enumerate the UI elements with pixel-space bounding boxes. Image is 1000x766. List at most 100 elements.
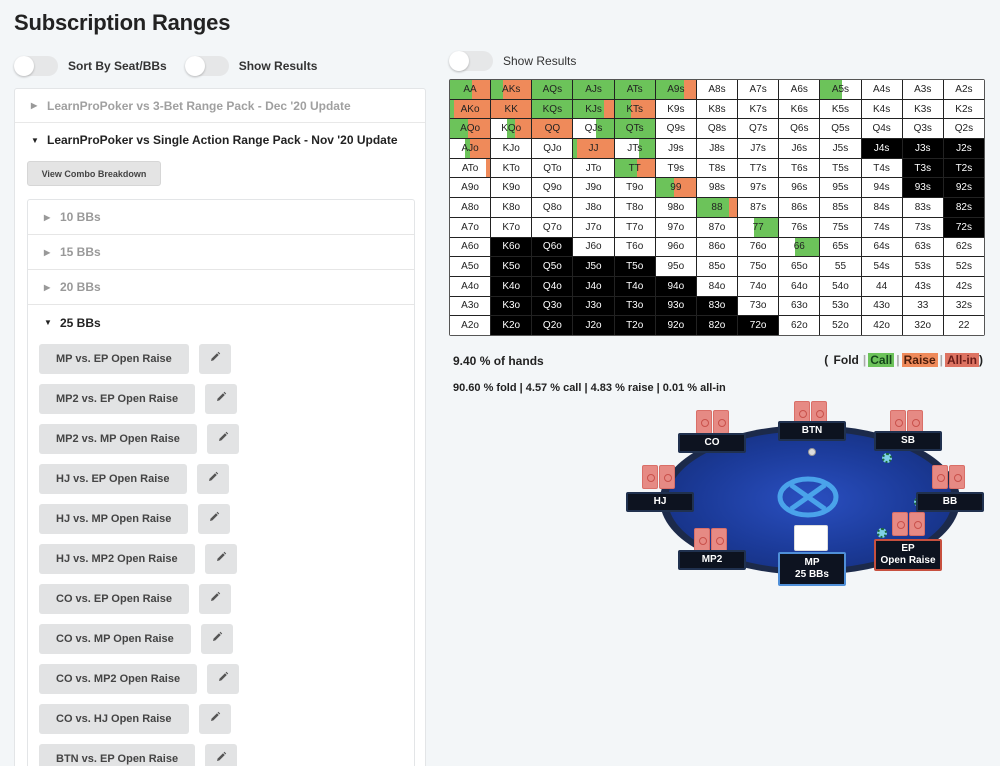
range-cell[interactable]: TT [614, 158, 655, 178]
range-cell[interactable]: 54o [820, 276, 861, 296]
range-cell[interactable]: K6s [779, 99, 820, 119]
range-cell[interactable]: T2o [614, 316, 655, 335]
range-cell[interactable]: 97o [655, 217, 696, 237]
range-cell[interactable]: KK [491, 99, 532, 119]
range-cell[interactable]: AQs [532, 80, 573, 99]
spot-button[interactable]: CO vs. EP Open Raise [39, 584, 189, 614]
edit-spot-button[interactable] [196, 464, 229, 494]
range-cell[interactable]: QQ [532, 119, 573, 139]
range-cell[interactable]: 93o [655, 296, 696, 316]
range-cell[interactable]: A9s [655, 80, 696, 99]
range-cell[interactable]: A6o [450, 237, 491, 257]
range-cell[interactable]: Q5s [820, 119, 861, 139]
pack-3bet[interactable]: ▶ LearnProPoker vs 3-Bet Range Pack - De… [15, 89, 425, 123]
range-cell[interactable]: T9s [655, 158, 696, 178]
range-cell[interactable]: A9o [450, 178, 491, 198]
range-cell[interactable]: K8o [491, 198, 532, 217]
range-cell[interactable]: 92o [655, 316, 696, 335]
range-cell[interactable]: K2o [491, 316, 532, 335]
range-cell[interactable]: A2o [450, 316, 491, 335]
range-cell[interactable]: 73s [902, 217, 943, 237]
range-cell[interactable]: 64s [861, 237, 902, 257]
stack-20bb[interactable]: ▶ 20 BBs [28, 270, 414, 305]
range-cell[interactable]: 72s [943, 217, 984, 237]
range-cell[interactable]: Q5o [532, 257, 573, 276]
edit-spot-button[interactable] [198, 704, 231, 734]
range-cell[interactable]: 74o [738, 276, 779, 296]
range-cell[interactable]: Q8o [532, 198, 573, 217]
range-cell[interactable]: Q4s [861, 119, 902, 139]
spot-button[interactable]: MP2 vs. MP Open Raise [39, 424, 197, 454]
range-cell[interactable]: J5o [573, 257, 614, 276]
range-cell[interactable]: A7o [450, 217, 491, 237]
range-cell[interactable]: K7s [738, 99, 779, 119]
range-cell[interactable]: T5o [614, 257, 655, 276]
range-cell[interactable]: ATo [450, 158, 491, 178]
range-cell[interactable]: Q3s [902, 119, 943, 139]
range-cell[interactable]: K4o [491, 276, 532, 296]
range-cell[interactable]: 63s [902, 237, 943, 257]
range-cell[interactable]: J9s [655, 139, 696, 158]
range-cell[interactable]: J3s [902, 139, 943, 158]
range-cell[interactable]: J6s [779, 139, 820, 158]
stack-15bb[interactable]: ▶ 15 BBs [28, 235, 414, 270]
edit-spot-button[interactable] [205, 384, 238, 414]
range-cell[interactable]: 85o [696, 257, 738, 276]
range-cell[interactable]: Q6s [779, 119, 820, 139]
edit-spot-button[interactable] [198, 584, 231, 614]
range-cell[interactable]: Q7o [532, 217, 573, 237]
range-cell[interactable]: J4o [573, 276, 614, 296]
view-combo-breakdown-button[interactable]: View Combo Breakdown [27, 161, 161, 186]
spot-button[interactable]: CO vs. HJ Open Raise [39, 704, 189, 734]
edit-spot-button[interactable] [206, 424, 239, 454]
range-cell[interactable]: A5o [450, 257, 491, 276]
range-cell[interactable]: 53o [820, 296, 861, 316]
range-cell[interactable]: 52s [943, 257, 984, 276]
range-cell[interactable]: 65o [779, 257, 820, 276]
range-cell[interactable]: K3o [491, 296, 532, 316]
range-cell[interactable]: Q3o [532, 296, 573, 316]
range-cell[interactable]: AKo [450, 99, 491, 119]
range-cell[interactable]: 84o [696, 276, 738, 296]
seat-mp2[interactable]: MP2 [678, 550, 746, 570]
range-cell[interactable]: 74s [861, 217, 902, 237]
sort-by-seat-toggle[interactable] [14, 56, 58, 76]
range-cell[interactable]: J3o [573, 296, 614, 316]
range-cell[interactable]: K2s [943, 99, 984, 119]
range-cell[interactable]: Q6o [532, 237, 573, 257]
range-cell[interactable]: 77 [738, 217, 779, 237]
show-results-toggle-right[interactable] [449, 51, 493, 71]
range-cell[interactable]: QJo [532, 139, 573, 158]
range-cell[interactable]: KJs [573, 99, 614, 119]
range-cell[interactable]: A8s [696, 80, 738, 99]
seat-ep-raiser[interactable]: EP Open Raise [874, 539, 942, 571]
spot-button[interactable]: HJ vs. MP Open Raise [39, 504, 189, 534]
range-cell[interactable]: 82s [943, 198, 984, 217]
range-cell[interactable]: T3s [902, 158, 943, 178]
range-cell[interactable]: KTo [491, 158, 532, 178]
range-cell[interactable]: 94o [655, 276, 696, 296]
spot-button[interactable]: HJ vs. MP2 Open Raise [39, 544, 195, 574]
range-cell[interactable]: 92s [943, 178, 984, 198]
range-cell[interactable]: T4s [861, 158, 902, 178]
range-cell[interactable]: Q2s [943, 119, 984, 139]
range-cell[interactable]: Q4o [532, 276, 573, 296]
range-cell[interactable]: K5s [820, 99, 861, 119]
range-cell[interactable]: Q9o [532, 178, 573, 198]
range-cell[interactable]: 97s [738, 178, 779, 198]
range-cell[interactable]: T2s [943, 158, 984, 178]
range-cell[interactable]: J2s [943, 139, 984, 158]
range-cell[interactable]: J7s [738, 139, 779, 158]
range-cell[interactable]: K8s [696, 99, 738, 119]
range-cell[interactable]: J8s [696, 139, 738, 158]
range-cell[interactable]: 94s [861, 178, 902, 198]
stack-10bb[interactable]: ▶ 10 BBs [28, 200, 414, 235]
range-cell[interactable]: 96s [779, 178, 820, 198]
spot-button[interactable]: BTN vs. EP Open Raise [39, 744, 196, 766]
range-cell[interactable]: 33 [902, 296, 943, 316]
range-cell[interactable]: AQo [450, 119, 491, 139]
spot-button[interactable]: MP vs. EP Open Raise [39, 344, 189, 374]
range-cell[interactable]: 63o [779, 296, 820, 316]
range-cell[interactable]: 43o [861, 296, 902, 316]
range-cell[interactable]: A2s [943, 80, 984, 99]
